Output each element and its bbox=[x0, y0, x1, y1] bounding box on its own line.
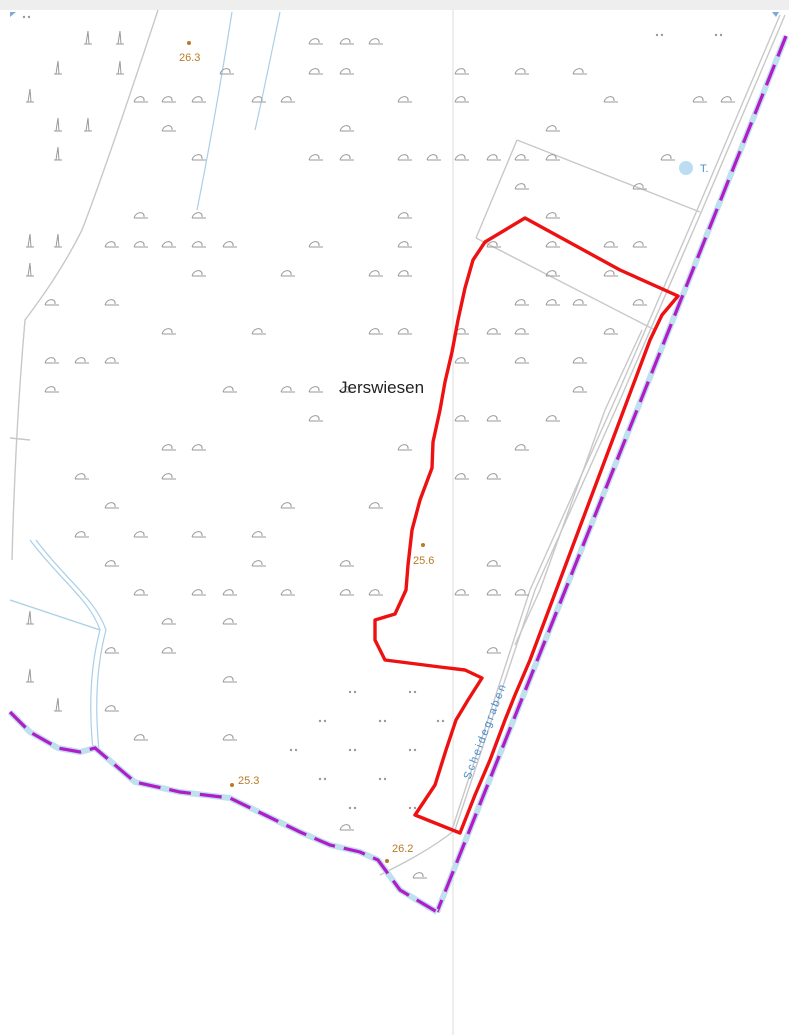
land-cover-symbols bbox=[22, 15, 736, 879]
place-label: Jerswiesen bbox=[339, 378, 424, 397]
meadow-symbols bbox=[25, 30, 125, 712]
svg-text:26.2: 26.2 bbox=[392, 843, 413, 855]
map-top-strip bbox=[0, 0, 789, 10]
pond-label: T. bbox=[700, 163, 709, 175]
spot-height: 25.3 bbox=[230, 775, 259, 787]
svg-text:25.6: 25.6 bbox=[413, 555, 434, 567]
stream-lines bbox=[9, 11, 281, 751]
pond-icon bbox=[679, 161, 693, 175]
administrative-boundary bbox=[7, 34, 789, 915]
deciduous-tree-symbols bbox=[44, 38, 736, 879]
corner-water-icon bbox=[10, 12, 16, 17]
spot-height: 25.6 bbox=[413, 543, 434, 567]
wet-ground-dots bbox=[22, 15, 723, 810]
svg-text:26.3: 26.3 bbox=[179, 52, 200, 64]
outlined-area[interactable] bbox=[373, 216, 680, 835]
spot-height: 26.3 bbox=[179, 41, 200, 64]
svg-text:25.3: 25.3 bbox=[238, 775, 259, 787]
spot-height: 26.2 bbox=[385, 843, 413, 863]
top-right-water-icon bbox=[772, 12, 779, 17]
road-network bbox=[9, 9, 786, 876]
